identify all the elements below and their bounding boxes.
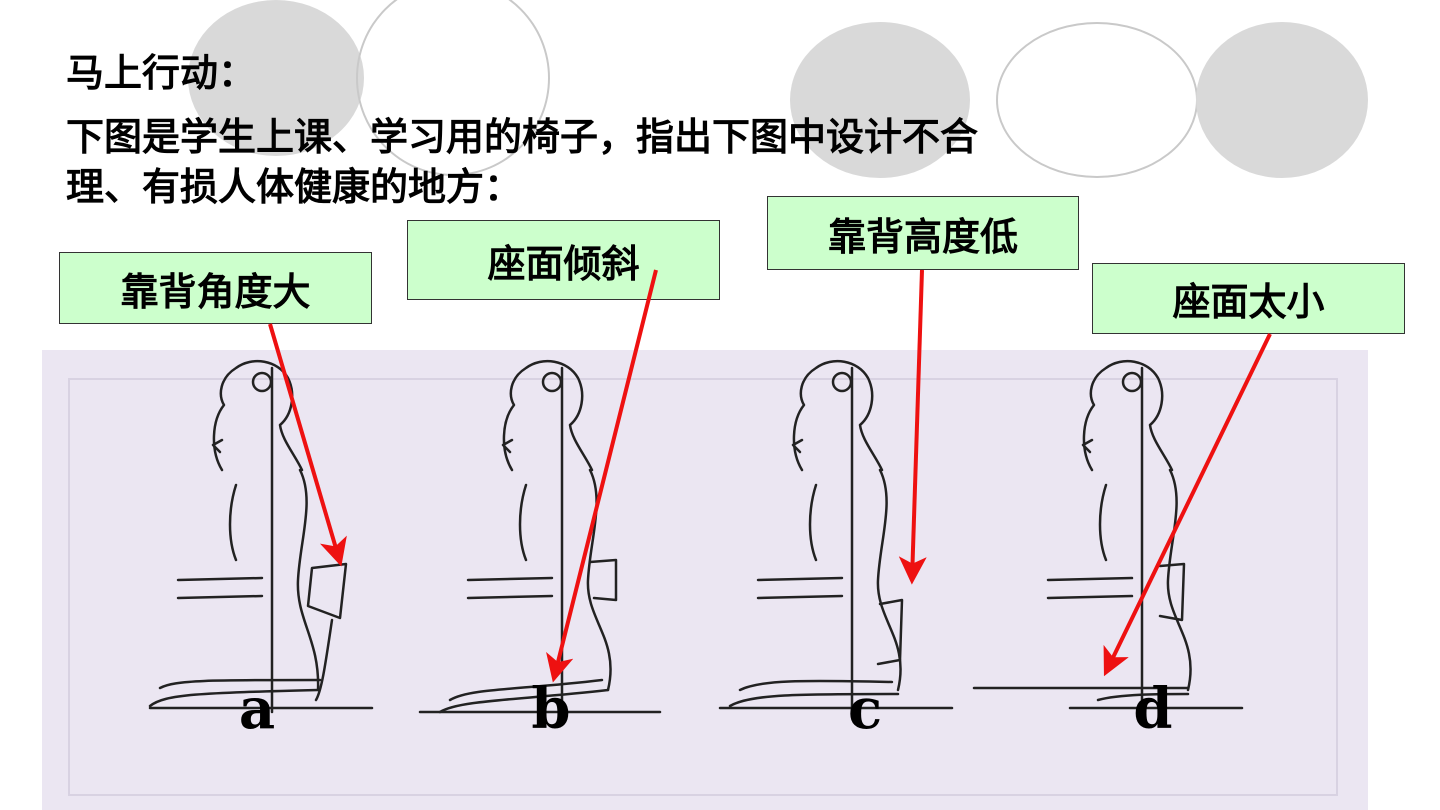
arrow-seat-small bbox=[1103, 333, 1272, 677]
figure-c-drawing bbox=[718, 360, 954, 714]
page-title: 马上行动： bbox=[66, 51, 257, 95]
illustration-panel bbox=[42, 350, 1368, 810]
arrow-backrest-angle bbox=[268, 323, 347, 567]
figure-d-drawing bbox=[972, 360, 1244, 714]
instruction-line-2: 理、有损人体健康的地方： bbox=[66, 165, 523, 209]
label-seat-small: 座面太小 bbox=[1092, 263, 1405, 334]
decor-circle-1 bbox=[188, 0, 364, 156]
label-backrest-angle: 靠背角度大 bbox=[59, 252, 372, 324]
figure-a-drawing bbox=[148, 360, 374, 714]
figure-c-letter: c bbox=[847, 676, 883, 742]
figure-b-letter: b bbox=[531, 676, 571, 742]
arrow-seat-tilt bbox=[546, 269, 658, 683]
figure-a-letter: a bbox=[238, 676, 276, 742]
label-backrest-height: 靠背高度低 bbox=[767, 196, 1079, 270]
label-seat-tilt: 座面倾斜 bbox=[407, 220, 720, 300]
decor-circle-5 bbox=[1196, 22, 1368, 178]
instruction-line-1: 下图是学生上课、学习用的椅子，指出下图中设计不合 bbox=[66, 115, 979, 159]
figure-d-letter: d bbox=[1133, 676, 1173, 742]
illustration-frame bbox=[68, 378, 1338, 796]
decor-circle-2 bbox=[356, 0, 550, 176]
arrow-backrest-height bbox=[898, 269, 927, 585]
decor-circle-3 bbox=[790, 22, 970, 178]
